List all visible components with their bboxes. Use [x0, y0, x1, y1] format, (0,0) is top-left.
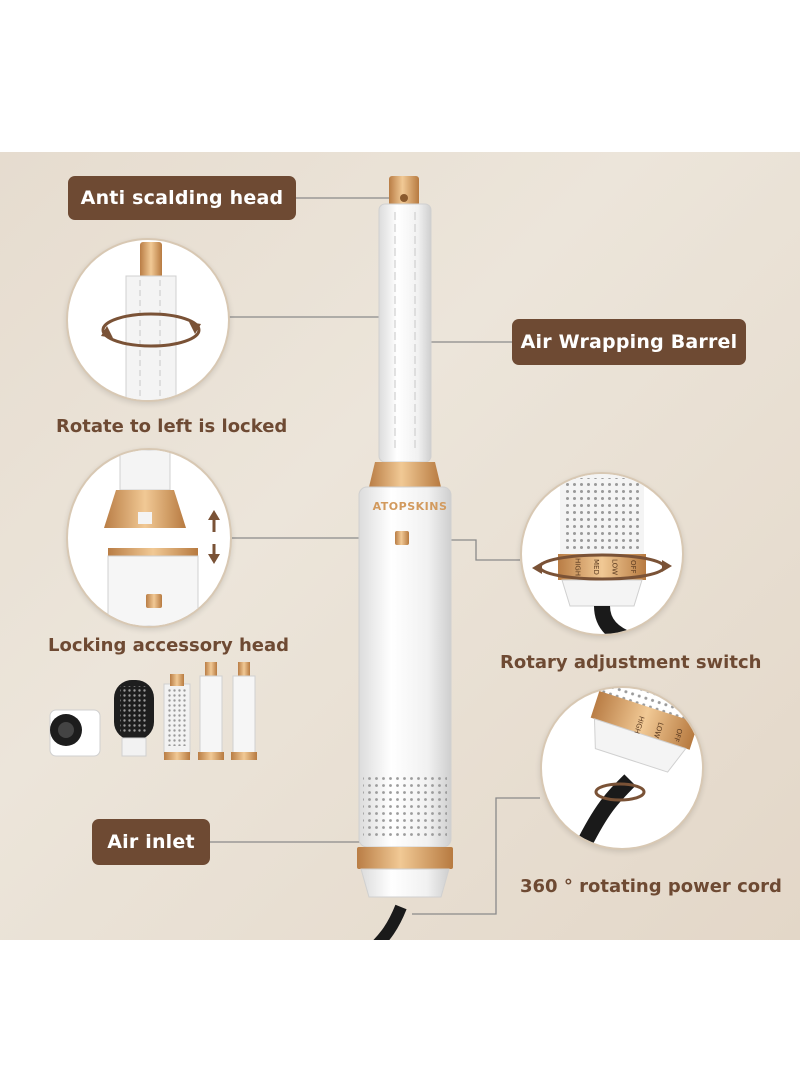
- product-infographic: ATOPSKINS Anti scalding head Air Wrappin…: [0, 152, 800, 940]
- hair-styler-main: [357, 176, 453, 940]
- rotary-switch-illustration: [532, 474, 672, 634]
- brand-logo: ATOPSKINS: [372, 500, 448, 513]
- caption-locking-accessory: Locking accessory head: [48, 635, 290, 656]
- label-air-inlet: Air inlet: [92, 819, 210, 865]
- switch-setting-off: OFF: [628, 560, 637, 574]
- switch-setting-low: LOW: [610, 558, 619, 576]
- label-anti-scalding-head: Anti scalding head: [68, 176, 296, 220]
- label-air-wrapping-barrel: Air Wrapping Barrel: [512, 319, 746, 365]
- power-cord-illustration: [574, 688, 702, 848]
- switch-setting-high: HIGH: [573, 557, 582, 577]
- cord-setting-off: OFF: [671, 727, 684, 743]
- caption-power-cord: 360 ° rotating power cord: [520, 876, 782, 897]
- cord-setting-high: HIGH: [632, 715, 646, 735]
- accessories-set: [49, 662, 257, 760]
- curling-barrel-attachment-2: [231, 662, 257, 760]
- detail-circle-locking-accessory: [66, 448, 232, 628]
- round-brush-attachment: [163, 674, 191, 760]
- caption-rotate-lock: Rotate to left is locked: [56, 416, 288, 437]
- caption-rotary-switch: Rotary adjustment switch: [500, 652, 762, 673]
- curling-barrel-attachment-1: [198, 662, 224, 760]
- detail-circle-power-cord: HIGH LOW OFF: [540, 686, 704, 850]
- diffuser-attachment: [49, 709, 101, 757]
- rotate-lock-illustration: [101, 242, 201, 400]
- brush-attachment: [114, 680, 154, 757]
- cord-setting-low: LOW: [652, 721, 665, 739]
- locking-accessory-illustration: [104, 450, 220, 626]
- detail-circle-rotary-switch: HIGH MED LOW OFF: [520, 472, 684, 636]
- detail-circle-rotate-lock: [66, 238, 230, 402]
- switch-setting-med: MED: [591, 559, 600, 575]
- switch-setting-labels: HIGH MED LOW OFF: [568, 556, 642, 578]
